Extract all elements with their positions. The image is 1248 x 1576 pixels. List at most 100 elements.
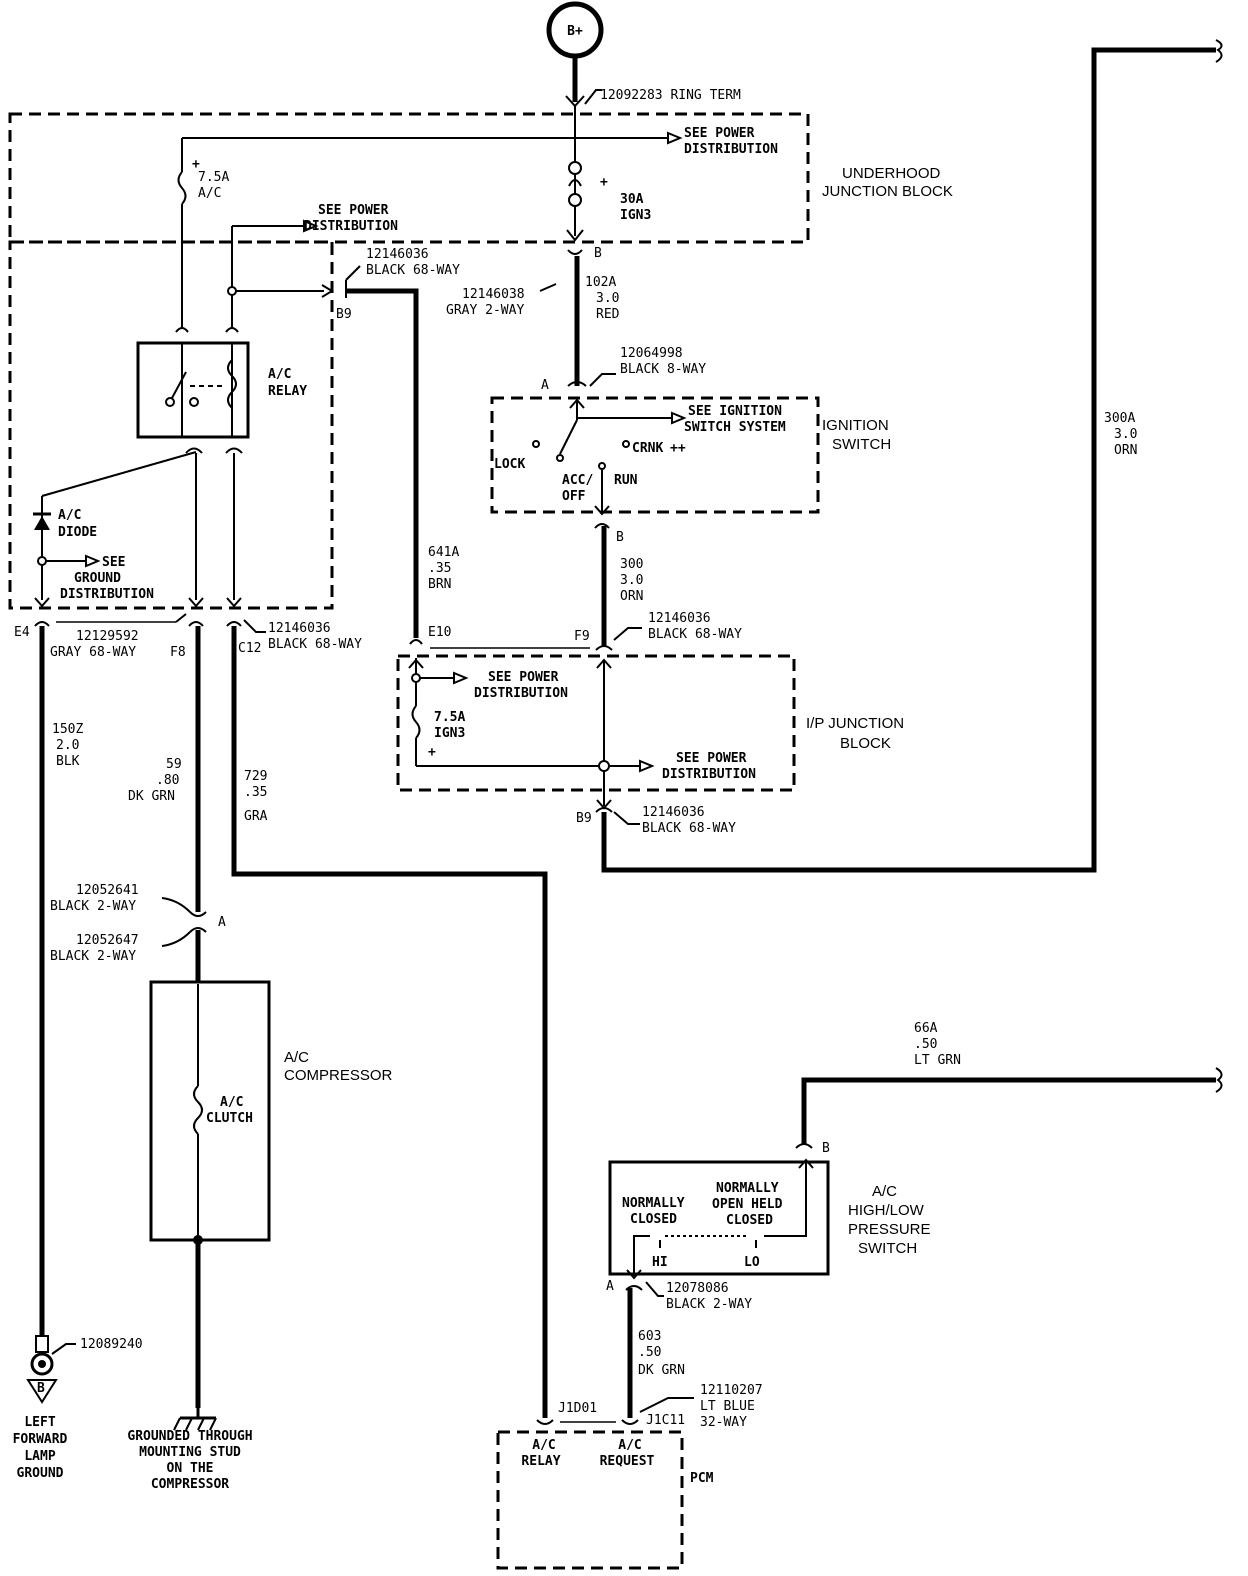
- ignition-pin-b: B: [616, 530, 624, 545]
- pin-f9: F9: [574, 629, 590, 644]
- ground-comp-3: ON THE: [167, 1461, 214, 1476]
- fuse-75a-name: A/C: [198, 186, 221, 201]
- pressure-label-1: A/C: [872, 1183, 897, 1200]
- wire-603-color: DK GRN: [638, 1363, 685, 1378]
- black68-f9-num: 12146036: [648, 611, 711, 626]
- ip-junction-block: [396, 654, 796, 792]
- see-ignition-2: SWITCH SYSTEM: [684, 420, 786, 435]
- svg-text:+: +: [192, 157, 200, 172]
- see-power-ip-1a: SEE POWER: [488, 670, 559, 685]
- ground-comp-1: GROUNDED THROUGH: [127, 1429, 252, 1444]
- underhood-junction-block-lower: [8, 240, 334, 610]
- hi-label: HI: [652, 1255, 668, 1270]
- wire-641a-size: .35: [428, 561, 451, 576]
- fuse-75a-amp: 7.5A: [198, 170, 229, 185]
- c12-desc: BLACK 68-WAY: [268, 637, 362, 652]
- black8-num: 12064998: [620, 346, 683, 361]
- ip-label-1: I/P JUNCTION: [806, 715, 904, 732]
- wire-150z-color: BLK: [56, 754, 80, 769]
- see-power-dist-relay-1: SEE POWER: [318, 203, 389, 218]
- see-ground-3: DISTRIBUTION: [60, 587, 154, 602]
- black8-desc: BLACK 8-WAY: [620, 362, 706, 377]
- see-power-ip-2b: DISTRIBUTION: [662, 767, 756, 782]
- pcm-label: PCM: [690, 1471, 714, 1486]
- no-label-2: OPEN HELD: [712, 1197, 783, 1212]
- black2-num: 12078086: [666, 1281, 729, 1296]
- ground-comp-2: MOUNTING STUD: [139, 1445, 241, 1460]
- wire-102a-circuit: 102A: [585, 275, 616, 290]
- pin-f8: F8: [170, 645, 186, 660]
- underhood-label-1: UNDERHOOD: [842, 165, 941, 182]
- b9-desc: BLACK 68-WAY: [642, 821, 736, 836]
- see-ground-1: SEE: [102, 555, 125, 570]
- wire-603-circuit: 603: [638, 1329, 661, 1344]
- lo-label: LO: [744, 1255, 760, 1270]
- ring-term-label: 12092283 RING TERM: [600, 88, 741, 103]
- underhood-pin-b: B: [594, 246, 602, 261]
- relay-label-1: A/C: [268, 367, 291, 382]
- see-power-ip-2a: SEE POWER: [676, 751, 747, 766]
- ground-comp-4: COMPRESSOR: [151, 1477, 229, 1492]
- compressor-ground-symbol: [173, 1404, 217, 1431]
- wire-729-color: GRA: [244, 809, 268, 824]
- diode-label-1: A/C: [58, 508, 81, 523]
- ltblue-num: 12110207: [700, 1383, 763, 1398]
- ignition-label-1: IGNITION: [822, 417, 889, 434]
- wire-59-circuit: 59: [166, 757, 182, 772]
- compressor-label-2: COMPRESSOR: [284, 1067, 393, 1084]
- ignition-switch: [490, 396, 820, 514]
- 2way-a-num: 12052641: [76, 883, 139, 898]
- pressure-label-4: SWITCH: [858, 1240, 917, 1257]
- pin-c12: C12: [238, 641, 261, 656]
- wire-150z-size: 2.0: [56, 738, 79, 753]
- pcm-relay-1: A/C: [532, 1438, 555, 1453]
- lock-label: LOCK: [494, 457, 525, 472]
- ignition-label-2: SWITCH: [832, 436, 891, 453]
- pin-j1d01: J1D01: [558, 1401, 597, 1416]
- 2way-b-num: 12052647: [76, 933, 139, 948]
- wire-729-circuit: 729: [244, 769, 267, 784]
- underhood-junction-block: [8, 112, 810, 244]
- wire-150z-circuit: 150Z: [52, 722, 83, 737]
- wire-300-color: ORN: [620, 589, 643, 604]
- see-power-dist-top-1: SEE POWER: [684, 126, 755, 141]
- wire-300a-size: 3.0: [1114, 427, 1137, 442]
- no-label-1: NORMALLY: [716, 1181, 779, 1196]
- pressure-label-2: HIGH/LOW: [848, 1202, 925, 1219]
- clutch-label-2: CLUTCH: [206, 1111, 253, 1126]
- gray2-num: 12146038: [462, 287, 525, 302]
- wire-102a-color: RED: [596, 307, 620, 322]
- svg-text:++: ++: [670, 441, 686, 456]
- ac-compressor: [149, 980, 271, 1242]
- pcm-relay-2: RELAY: [521, 1454, 560, 1469]
- wire-59-color: DK GRN: [128, 789, 175, 804]
- wire-59-size: .80: [156, 773, 179, 788]
- pcm-request-1: A/C: [618, 1438, 641, 1453]
- wire-641a-circuit: 641A: [428, 545, 459, 560]
- off-label: OFF: [562, 489, 586, 504]
- pcm: [496, 1430, 684, 1570]
- ground-left-2: FORWARD: [13, 1432, 68, 1447]
- black68-top-desc: BLACK 68-WAY: [366, 263, 460, 278]
- gray2-desc: GRAY 2-WAY: [446, 303, 524, 318]
- pressure-pin-a: A: [606, 1279, 614, 1294]
- compressor-label-1: A/C: [284, 1049, 309, 1066]
- 2way-a-desc: BLACK 2-WAY: [50, 899, 136, 914]
- ip-label-2: BLOCK: [840, 735, 891, 752]
- wire-300-circuit: 300: [620, 557, 643, 572]
- wire-300a-color: ORN: [1114, 443, 1137, 458]
- black68-top-num: 12146036: [366, 247, 429, 262]
- ac-clutch-coil: [193, 1085, 203, 1135]
- fuse-30a-name: IGN3: [620, 208, 651, 223]
- run-label: RUN: [614, 473, 638, 488]
- b9-pin: B9: [576, 811, 592, 826]
- 2way-b-desc: BLACK 2-WAY: [50, 949, 136, 964]
- svg-text:+: +: [600, 175, 608, 190]
- battery-label: B+: [567, 24, 583, 39]
- pcm-request-2: REQUEST: [600, 1454, 655, 1469]
- crnk-label: CRNK: [632, 441, 663, 456]
- black2-desc: BLACK 2-WAY: [666, 1297, 752, 1312]
- wire-300a-circuit: 300A: [1104, 411, 1135, 426]
- wire-102a-size: 3.0: [596, 291, 619, 306]
